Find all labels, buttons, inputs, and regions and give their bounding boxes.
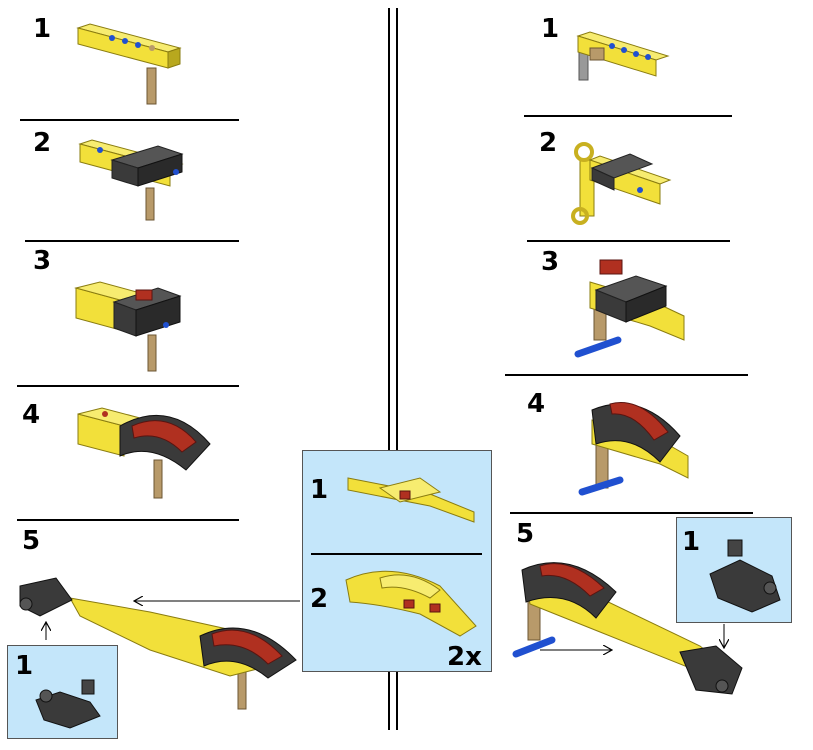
- left-step-5-model: [20, 578, 300, 709]
- right-step-4-model: [582, 403, 688, 492]
- right-step-3-model: [578, 260, 684, 354]
- right-step-2-model: [573, 144, 670, 223]
- right-sub-model: [710, 540, 780, 612]
- left-step-3-model: [76, 282, 180, 371]
- left-step-4-model: [78, 408, 210, 498]
- center-step-2-model: [346, 571, 476, 636]
- right-step-1-model: [578, 32, 668, 80]
- left-step-1-model: [78, 24, 180, 104]
- left-step-2-model: [80, 140, 182, 220]
- center-step-1-model: [348, 478, 474, 522]
- tan-axle: [147, 68, 156, 104]
- left-sub-model: [36, 680, 100, 728]
- right-step-5-model: [516, 563, 742, 694]
